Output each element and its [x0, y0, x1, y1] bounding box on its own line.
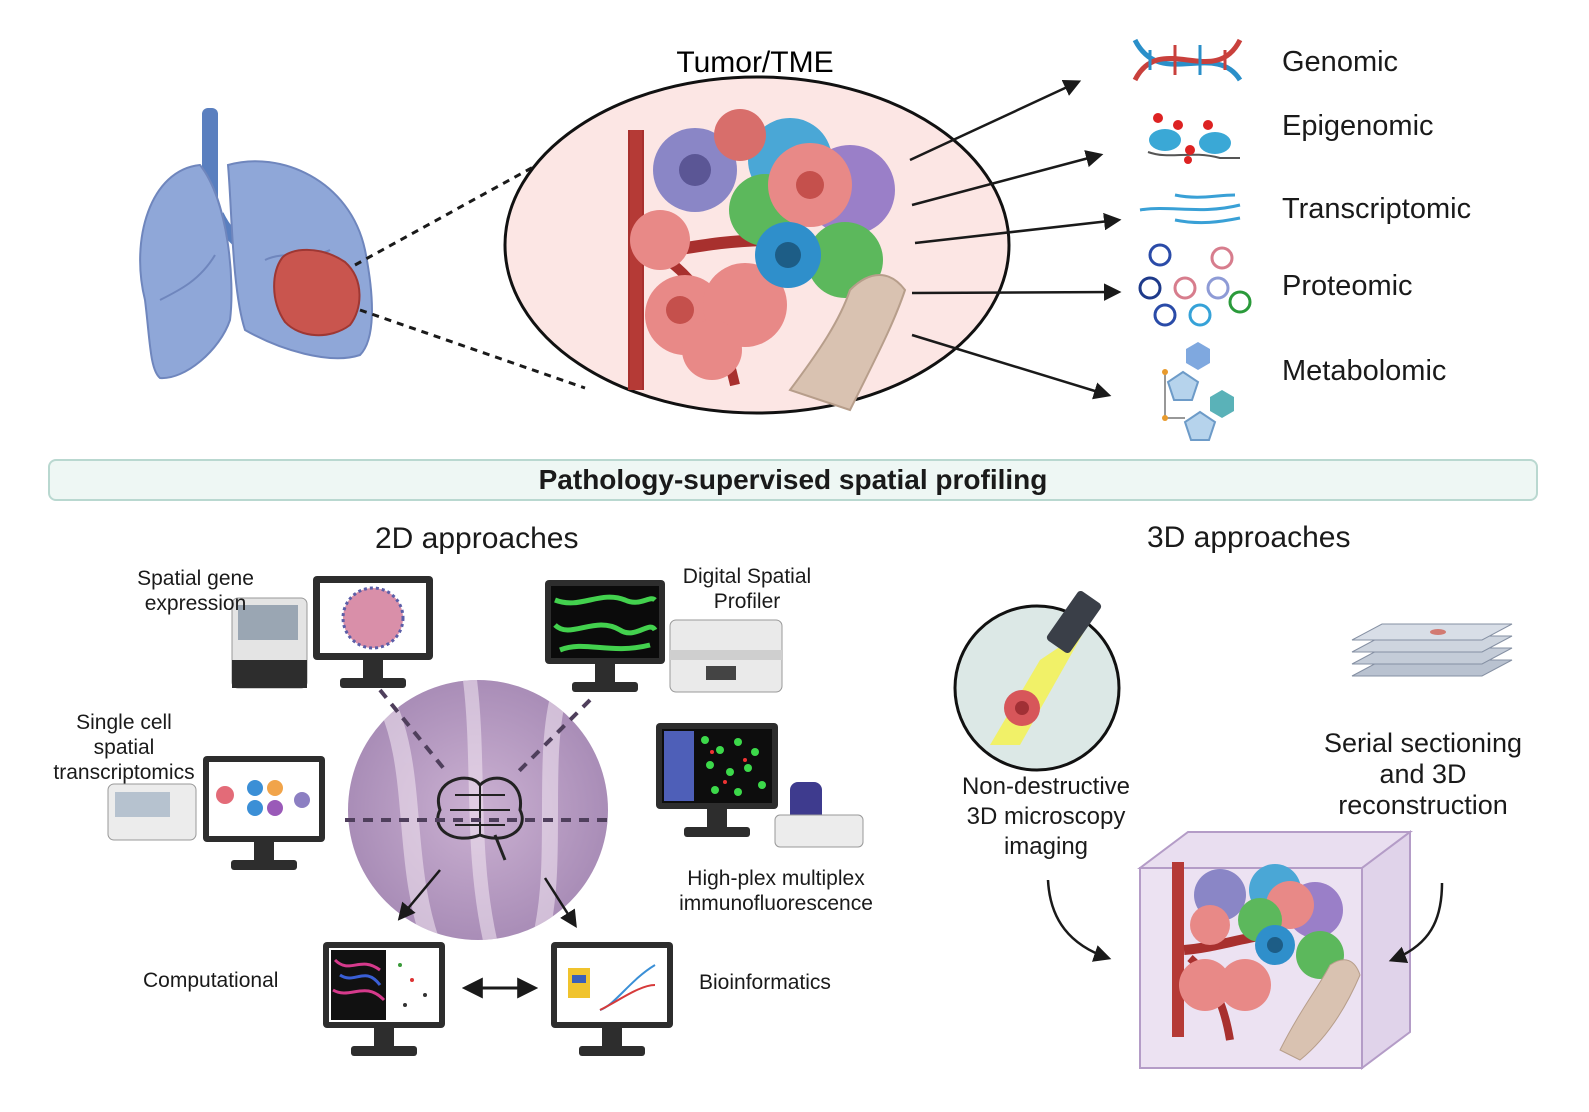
label-computational: Computational	[143, 969, 279, 992]
arrow-to-computational	[397, 869, 441, 921]
title-2d-approaches: 2D approaches	[375, 522, 579, 555]
protein-icon	[1138, 243, 1252, 327]
label-bioinformatics: Bioinformatics	[699, 971, 831, 994]
label-microscopy: Non-destructive 3D microscopy imaging	[961, 773, 1131, 860]
omics-label-genomic: Genomic	[1282, 46, 1399, 78]
monitor-single-cell	[203, 756, 325, 870]
nucleosome-icon	[1147, 113, 1240, 164]
arrow-serial-to-cube	[1388, 882, 1444, 963]
omics-label-epigenomic: Epigenomic	[1282, 110, 1434, 142]
arrow-microscopy-to-cube	[1046, 879, 1112, 962]
label-single-cell: Single cell spatial transcriptomics	[53, 711, 195, 784]
tme-oval	[503, 75, 1011, 415]
single-cell-device-icon	[107, 783, 197, 841]
label-serial: Serial sectioning and 3D reconstruction	[1323, 728, 1523, 820]
tumor-mass	[273, 248, 361, 337]
title-3d-approaches: 3D approaches	[1147, 521, 1351, 554]
profiling-banner: Pathology-supervised spatial profiling	[48, 459, 1538, 501]
arrow-proteomic	[911, 283, 1122, 301]
zoom-line-bottom	[359, 308, 586, 390]
objective-lens-icon	[1046, 590, 1102, 654]
label-dsp: Digital Spatial Profiler	[682, 565, 812, 613]
tissue-cube	[1137, 830, 1413, 1070]
banner-label: Pathology-supervised spatial profiling	[538, 464, 1048, 495]
metabolite-icon	[1162, 342, 1234, 441]
lung-illustration	[139, 108, 373, 380]
label-multiplex: High-plex multiplex immunofluorescence	[679, 867, 873, 915]
monitor-bioinformatics	[551, 942, 673, 1056]
omics-label-metabolomic: Metabolomic	[1282, 355, 1447, 387]
label-spatial-gene: Spatial gene expression	[137, 567, 254, 615]
dna-icon	[1132, 38, 1243, 82]
slide-stack-icon	[1351, 623, 1513, 677]
brain-chip-icon	[436, 776, 524, 861]
arrow-metabolomic	[911, 333, 1112, 400]
monitor-multiplex	[656, 723, 778, 837]
arrow-epigenomic	[911, 150, 1104, 207]
arrow-genomic	[909, 79, 1082, 162]
tme-title: Tumor/TME	[676, 46, 833, 79]
histology-circle	[348, 680, 608, 940]
monitor-computational	[323, 942, 445, 1056]
arrow-transcriptomic	[914, 212, 1122, 245]
sequencer-device-icon	[231, 597, 308, 689]
dsp-device-icon	[669, 619, 783, 693]
microscopy-circle	[953, 590, 1121, 772]
monitor-spatial-gene	[313, 576, 433, 688]
omics-label-proteomic: Proteomic	[1282, 270, 1413, 302]
arrow-to-bioinformatics	[543, 877, 577, 928]
monitor-dsp	[545, 580, 665, 692]
rna-icon	[1139, 193, 1241, 225]
microscope-device-icon	[774, 782, 864, 848]
omics-label-transcriptomic: Transcriptomic	[1282, 193, 1472, 225]
